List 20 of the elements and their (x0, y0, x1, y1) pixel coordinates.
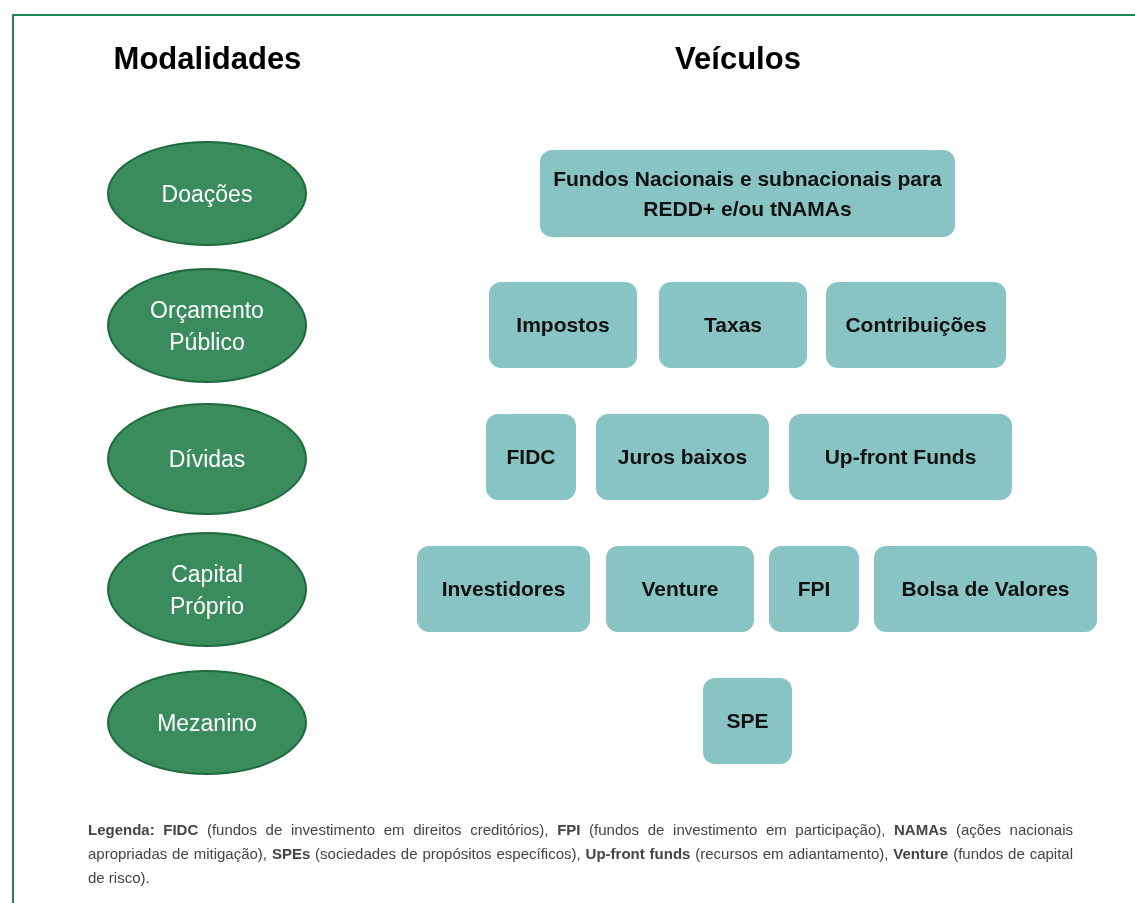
modality-ellipse: Capital Próprio (107, 532, 307, 647)
vehicle-box: FIDC (486, 414, 576, 500)
vehicle-box: SPE (703, 678, 792, 764)
modality-ellipse: Dívidas (107, 403, 307, 515)
vehicle-box: Investidores (417, 546, 590, 632)
vehicle-box: Up-front Funds (789, 414, 1012, 500)
vehicle-box: FPI (769, 546, 859, 632)
legend-note: Legenda: FIDC (fundos de investimento em direitos creditórios), FPI (fundos de investimento em participação), NAMAs (ações nacionais apropriadas de mitigação), SPEs (sociedades de propósitos específicos), Up-front funds (recursos em adiantamento), Venture (fundos de capital de risco). (88, 820, 1073, 888)
column-heading: Veículos (674, 40, 802, 78)
vehicle-box: Juros baixos (596, 414, 769, 500)
vehicle-box: Contribuições (826, 282, 1006, 368)
vehicle-box: Impostos (489, 282, 637, 368)
column-heading: Modalidades (112, 40, 303, 78)
vehicle-box: Taxas (659, 282, 807, 368)
modality-ellipse: Doações (107, 141, 307, 246)
vehicle-box: Fundos Nacionais e subnacionais para REDD+ e/ou tNAMAs (540, 150, 955, 237)
modality-ellipse: Orçamento Público (107, 268, 307, 383)
vehicle-box: Venture (606, 546, 754, 632)
modality-ellipse: Mezanino (107, 670, 307, 775)
vehicle-box: Bolsa de Valores (874, 546, 1097, 632)
